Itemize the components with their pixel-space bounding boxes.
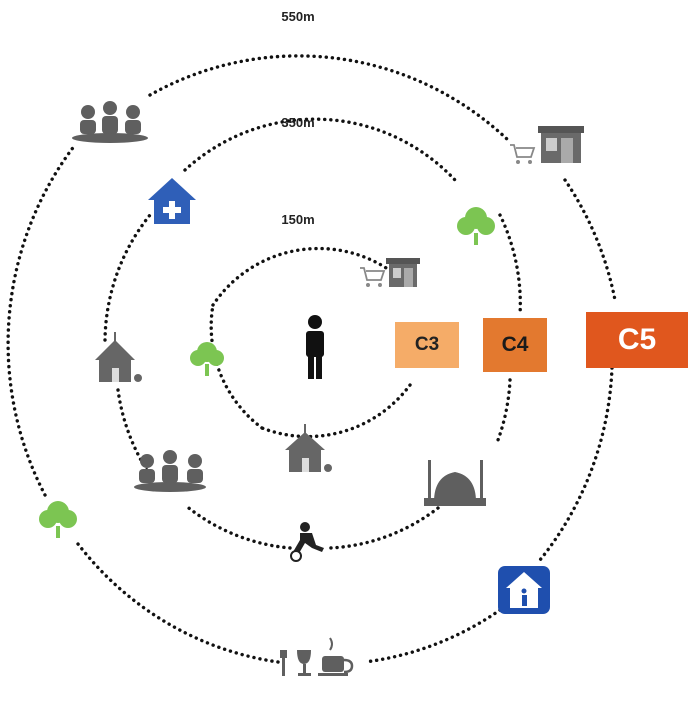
school-icon — [95, 332, 142, 382]
football-player-icon — [290, 522, 324, 562]
restaurant-cafe-icon — [280, 637, 354, 676]
tree-icon — [457, 207, 495, 245]
person-icon — [306, 315, 324, 379]
ring-150m — [209, 246, 412, 439]
shopping-cart-store-icon — [510, 126, 584, 164]
meeting-group-icon — [134, 450, 206, 492]
mosque-icon — [424, 460, 486, 506]
shopping-cart-store-icon — [360, 258, 420, 287]
ring-label-550m: 550m — [281, 9, 315, 24]
badge-c4: C4 — [483, 318, 547, 372]
ring-350m — [103, 117, 523, 550]
meeting-group-icon — [72, 101, 148, 143]
badge-c5: C5 — [586, 312, 688, 368]
tree-icon — [39, 501, 77, 538]
school-icon — [285, 424, 332, 472]
hospital-icon — [148, 178, 196, 224]
badge-c3: C3 — [395, 322, 459, 368]
ring-label-350m: 350m — [281, 115, 315, 130]
ring-label-150m: 150m — [281, 212, 315, 227]
ring-550m — [6, 54, 617, 664]
tree-icon — [190, 342, 224, 376]
information-office-icon — [498, 566, 550, 614]
